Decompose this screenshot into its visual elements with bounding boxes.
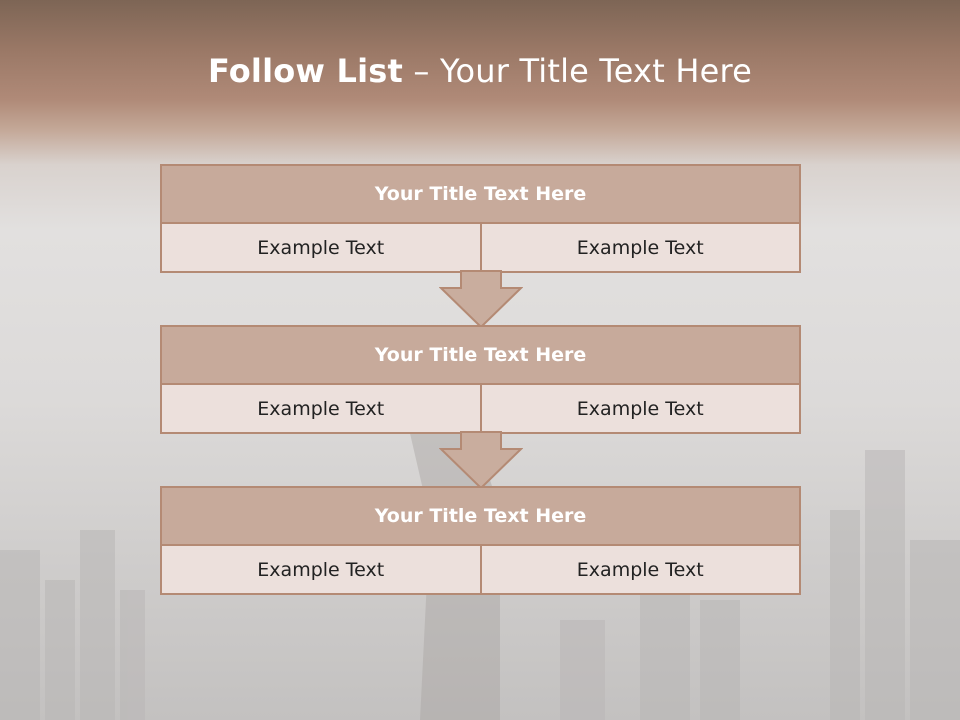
- step-title: Your Title Text Here: [162, 327, 799, 385]
- step-box-1: Your Title Text Here Example Text Exampl…: [160, 164, 801, 273]
- step-text-left: Example Text: [257, 397, 385, 420]
- step-text-right: Example Text: [479, 546, 800, 593]
- step-text-left: Example Text: [257, 236, 385, 259]
- down-arrow-icon: [439, 270, 523, 328]
- step-text-right: Example Text: [479, 224, 800, 271]
- step-box-3: Your Title Text Here Example Text Exampl…: [160, 486, 801, 595]
- down-arrow-icon: [439, 431, 523, 489]
- step-text-right: Example Text: [479, 385, 800, 432]
- slide-title: Follow List – Your Title Text Here: [0, 52, 960, 90]
- title-rest: – Your Title Text Here: [403, 52, 753, 90]
- step-title: Your Title Text Here: [162, 488, 799, 546]
- step-text-left: Example Text: [257, 558, 385, 581]
- step-title: Your Title Text Here: [162, 166, 799, 224]
- city-skyline-image: [0, 390, 960, 720]
- title-bold: Follow List: [207, 52, 404, 90]
- step-box-2: Your Title Text Here Example Text Exampl…: [160, 325, 801, 434]
